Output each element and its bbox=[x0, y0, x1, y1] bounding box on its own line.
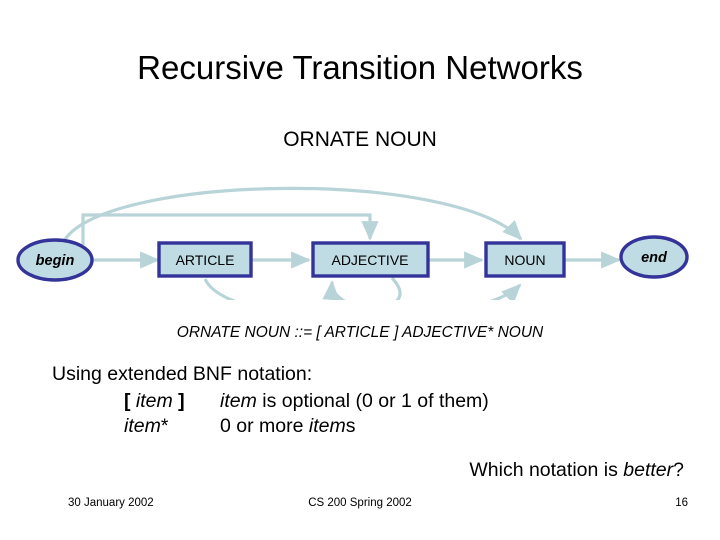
bracket-open: [ bbox=[124, 390, 136, 412]
footer-page-number: 16 bbox=[675, 497, 688, 509]
edge-adjective-self-loop bbox=[322, 276, 402, 300]
slide-footer: 30 January 2002 CS 200 Spring 2002 16 bbox=[0, 497, 720, 515]
footer-date: 30 January 2002 bbox=[68, 497, 154, 509]
notation-row-star: item* 0 or more items bbox=[52, 414, 672, 439]
notation-star-description: 0 or more items bbox=[220, 414, 355, 439]
star-desc-post: s bbox=[345, 415, 356, 437]
node-begin[interactable]: begin bbox=[16, 238, 94, 282]
question-post: ? bbox=[673, 459, 684, 481]
optional-desc-rest: is optional (0 or 1 of them) bbox=[256, 390, 489, 412]
node-end[interactable]: end bbox=[619, 235, 689, 279]
page-title: Recursive Transition Networks bbox=[137, 49, 583, 86]
edge-skip-article-bracket bbox=[81, 213, 379, 245]
star-desc-pre: 0 or more bbox=[220, 415, 309, 437]
bnf-notation-block: Using extended BNF notation: [ item ] it… bbox=[52, 362, 672, 439]
node-article[interactable]: ARTICLE bbox=[157, 241, 253, 278]
end-ellipse bbox=[619, 235, 689, 279]
optional-item-token: item bbox=[135, 390, 173, 412]
edge-article-bottom-arc bbox=[203, 278, 522, 300]
notation-star-syntax: item* bbox=[52, 414, 220, 439]
star-item-token: item bbox=[124, 415, 161, 437]
transition-network-diagram: begin ARTICLE ADJECTIVE NOUN bbox=[0, 165, 720, 300]
notation-optional-syntax: [ item ] bbox=[52, 389, 220, 414]
node-begin-label: begin bbox=[36, 253, 75, 269]
star-symbol: * bbox=[160, 415, 169, 437]
notation-optional-description: item is optional (0 or 1 of them) bbox=[220, 389, 489, 414]
question-line: Which notation is better? bbox=[0, 458, 684, 483]
optional-desc-item-token: item bbox=[220, 390, 257, 412]
notation-row-optional: [ item ] item is optional (0 or 1 of the… bbox=[52, 389, 672, 414]
diagram-nodes: begin ARTICLE ADJECTIVE NOUN bbox=[16, 235, 689, 282]
node-article-label: ARTICLE bbox=[176, 252, 235, 268]
notation-heading: Using extended BNF notation: bbox=[52, 363, 313, 385]
noun-box bbox=[484, 241, 566, 278]
article-box bbox=[157, 241, 253, 278]
star-desc-item-token: item bbox=[308, 415, 346, 437]
begin-ellipse bbox=[16, 238, 94, 282]
bracket-close: ] bbox=[172, 390, 185, 412]
node-adjective-label: ADJECTIVE bbox=[331, 252, 408, 268]
adjective-box bbox=[311, 241, 430, 278]
edge-skip-to-noun-arc bbox=[61, 186, 523, 244]
node-adjective[interactable]: ADJECTIVE bbox=[311, 241, 430, 278]
question-pre: Which notation is bbox=[469, 459, 624, 481]
diagram-edges bbox=[61, 186, 621, 300]
node-noun[interactable]: NOUN bbox=[484, 241, 566, 278]
node-end-label: end bbox=[641, 250, 668, 266]
node-noun-label: NOUN bbox=[504, 252, 545, 268]
bnf-rule-line: ORNATE NOUN ::= [ ARTICLE ] ADJECTIVE* N… bbox=[176, 324, 544, 341]
footer-course: CS 200 Spring 2002 bbox=[308, 497, 412, 509]
slide-subtitle: ORNATE NOUN bbox=[283, 128, 437, 151]
question-emphasis: better bbox=[623, 459, 674, 481]
